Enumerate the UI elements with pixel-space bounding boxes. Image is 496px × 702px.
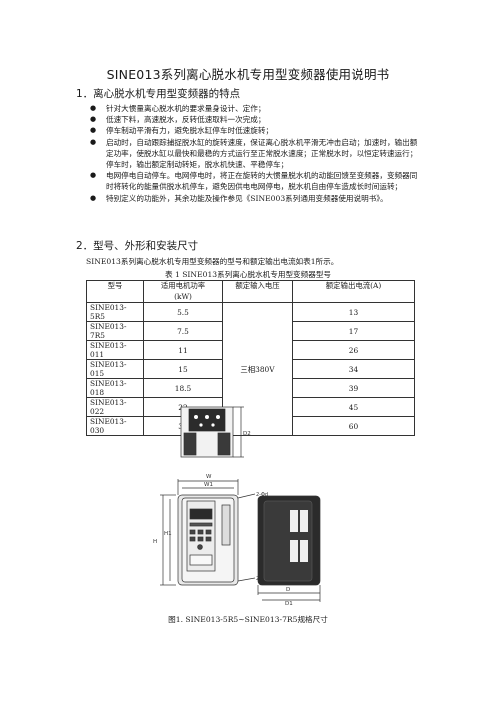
feature-item: 启动时，自动跟踪捕捉脱水缸的旋转速度，保证离心脱水机平滑无冲击启动；加速时，输出… [90,137,424,171]
feature-item: 针对大惯量离心脱水机的要求量身设计、定作； [90,103,424,114]
dim-W1-label: W1 [204,482,213,488]
section2-intro: SINE013系列离心脱水机专用型变频器的型号和额定输出电流如表1所示。 [86,257,339,266]
dimension-drawing: D2 [153,406,321,607]
section1-heading: 1．离心脱水机专用型变频器的特点 [76,88,241,100]
cell-power: 15 [143,359,223,379]
front-view [160,479,256,586]
cell-model: SINE013-5R5 [86,302,144,322]
top-view [180,406,244,458]
feature-list: 针对大惯量离心脱水机的要求量身设计、定作； 低速下料，高速脱水，反转低速取料一次… [90,103,424,204]
feature-item: 电网停电自动停车。电网停电时，将正在旋转的大惯量脱水机的动能回馈至变频器，变频器… [90,170,424,192]
cell-power: 7.5 [143,321,223,341]
table-row: SINE013-018 18.5 39 [86,378,415,398]
table-row: SINE013-5R5 5.5 三相380V 13 [86,302,415,436]
dim-D1-label: D1 [285,601,293,605]
header-power: 适用电机功率 (kW) [143,280,223,303]
cell-power: 5.5 [143,302,223,322]
cell-current: 34 [292,359,415,379]
cell-current: 13 [292,302,415,322]
cell-voltage: 三相380V [222,302,293,436]
side-view [257,495,321,602]
table-row: SINE013-015 15 34 [86,359,415,379]
cell-current: 60 [292,416,415,436]
cell-model: SINE013-015 [86,359,144,379]
dimension-figure: D2 [0,395,496,607]
section2-heading: 2．型号、外形和安装尺寸 [76,240,199,252]
feature-item: 特别定义的功能外，其余功能及操作参见《SINE003系列通用变频器使用说明书》。 [90,193,424,204]
header-current: 额定输出电流(A) [292,280,415,303]
dim-D-label: D [286,587,290,593]
header-voltage: 额定输入电压 [222,280,293,303]
feature-item: 停车制动平滑有力，避免脱水缸停车时低速旋转； [90,125,424,136]
dim-H1-label: H1 [164,531,172,537]
cell-power: 11 [143,340,223,360]
cell-model: SINE013-011 [86,340,144,360]
dim-W-label: W [206,474,212,480]
figure-caption: 图1. SINE013-5R5~SINE013-7R5规格尺寸 [168,615,328,624]
feature-item: 低速下料，高速脱水，反转低速取料一次完成； [90,114,424,125]
table-caption: 表 1 SINE013系列离心脱水机专用型变频器型号 [164,270,332,279]
table-row: SINE013-7R5 7.5 17 [86,321,415,341]
cell-current: 17 [292,321,415,341]
cell-model: SINE013-7R5 [86,321,144,341]
cell-model: SINE013-030 [86,416,144,436]
cell-current: 26 [292,340,415,360]
header-model: 型号 [86,280,144,303]
dim-top-label: D2 [243,431,251,437]
document-title: SINE013系列离心脱水机专用型变频器使用说明书 [106,67,390,82]
cell-model: SINE013-022 [86,397,144,417]
hole-top-label: 2-Φd [256,492,268,498]
table-header-row: 型号 适用电机功率 (kW) 额定输入电压 额定输出电流(A) [86,280,415,303]
dim-H-label: H [153,539,157,545]
